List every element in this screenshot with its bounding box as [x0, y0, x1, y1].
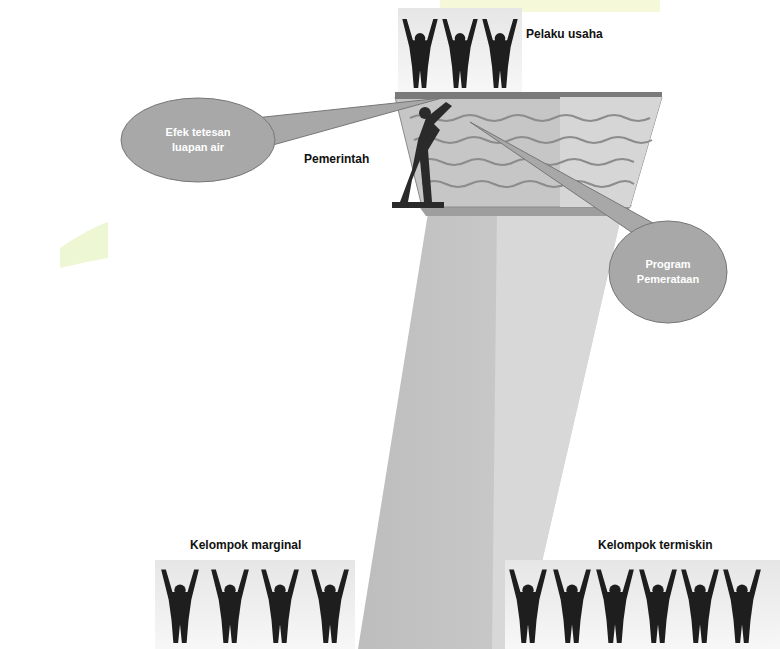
people-strip [505, 560, 780, 649]
person-silhouette [553, 569, 591, 643]
person-silhouette [482, 19, 517, 88]
person-body [261, 569, 299, 643]
group-label: Pemerintah [304, 152, 369, 166]
person-body [681, 569, 719, 643]
statue-figure [400, 102, 452, 202]
person-silhouette [596, 569, 634, 643]
person-body [509, 569, 547, 643]
person-silhouette [211, 569, 249, 643]
person-silhouette [723, 569, 761, 643]
person-body [311, 569, 349, 643]
person-body [723, 569, 761, 643]
callout-pointer [255, 98, 442, 148]
callout-text: Program Pemerataan [614, 257, 722, 287]
person-silhouette [639, 569, 677, 643]
person-silhouette [442, 19, 477, 88]
people-strip [398, 8, 522, 92]
water-waves [410, 115, 652, 187]
watermark-shape [60, 222, 108, 268]
callout-pointer [470, 122, 662, 238]
ellipse-outline [120, 97, 276, 183]
person-body [482, 19, 517, 88]
people-strip [155, 560, 355, 649]
person-body [211, 569, 249, 643]
person-body [553, 569, 591, 643]
group-label: Kelompok termiskin [598, 538, 713, 552]
wave-line [414, 137, 652, 143]
person-silhouette [509, 569, 547, 643]
ellipse-shape [609, 221, 727, 323]
person-body [596, 569, 634, 643]
ellipse-shape [121, 98, 275, 182]
callout-ellipse: Efek tetesan luapan air [120, 97, 276, 183]
callout-ellipse: Program Pemerataan [608, 220, 728, 324]
person-silhouette [402, 19, 437, 88]
tower-shaft [358, 213, 622, 649]
wave-line [422, 181, 634, 187]
statue-head [419, 107, 431, 119]
person-silhouette [161, 569, 199, 643]
person-body [161, 569, 199, 643]
tower-cup [395, 97, 662, 207]
person-silhouette [681, 569, 719, 643]
person-silhouette [261, 569, 299, 643]
person-body [442, 19, 477, 88]
wave-line [410, 115, 650, 121]
group-label: Pelaku usaha [526, 27, 603, 41]
person-silhouette [311, 569, 349, 643]
callout-text: Efek tetesan luapan air [149, 125, 247, 155]
ellipse-outline [608, 220, 728, 324]
government-statue [392, 102, 452, 208]
person-body [402, 19, 437, 88]
group-label: Kelompok marginal [190, 538, 301, 552]
person-body [639, 569, 677, 643]
statue-base [392, 202, 444, 208]
